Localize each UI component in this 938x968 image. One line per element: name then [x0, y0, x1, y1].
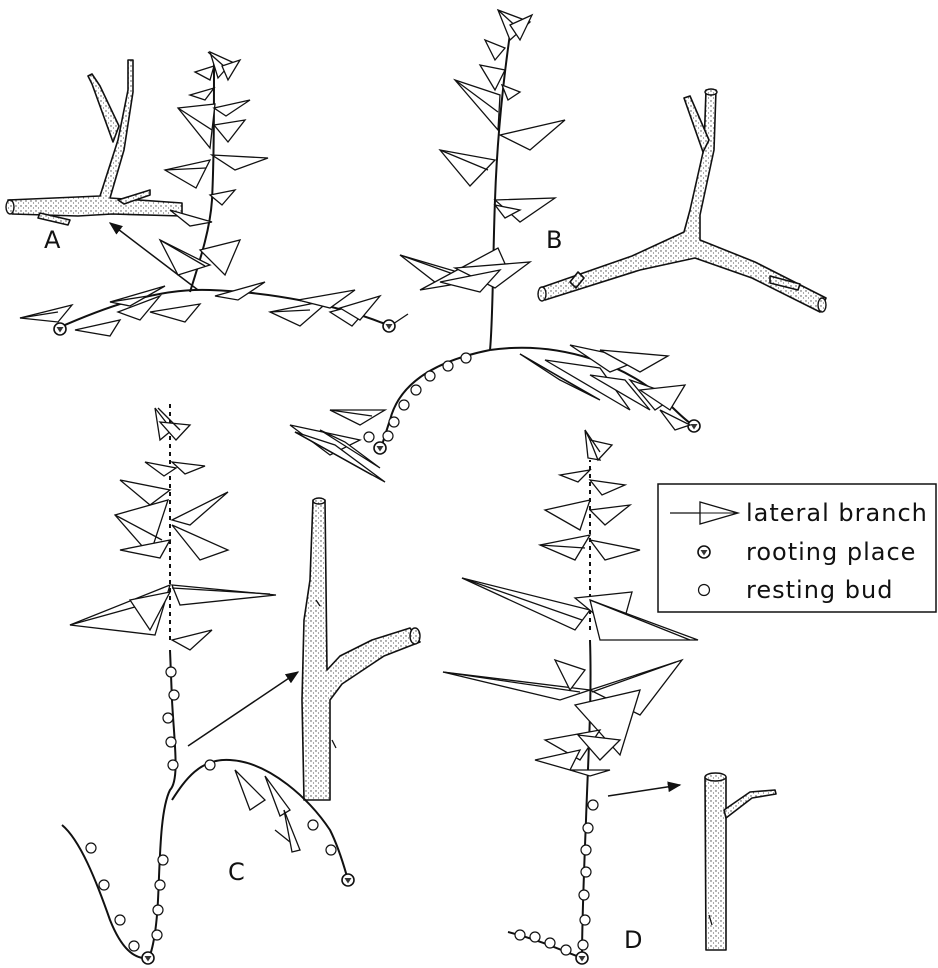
resting-bud-icon	[699, 585, 710, 596]
legend-label-lateral-branch: lateral branch	[746, 499, 928, 527]
rooting-place-icon	[698, 546, 710, 558]
twig-detail-c	[302, 500, 420, 800]
panel-label-d: D	[624, 926, 642, 954]
panel-label-b: B	[546, 226, 562, 254]
panel-label-c: C	[228, 858, 245, 886]
twig-detail-d	[705, 777, 726, 950]
panel-label-a: A	[44, 226, 61, 254]
panel-c: C	[62, 400, 420, 964]
panel-b: B	[290, 10, 826, 482]
legend-label-resting-bud: resting bud	[746, 576, 893, 604]
legend-label-rooting-place: rooting place	[746, 538, 916, 566]
panel-a: A	[6, 52, 408, 336]
legend: lateral branch rooting place resting bud	[658, 484, 936, 612]
